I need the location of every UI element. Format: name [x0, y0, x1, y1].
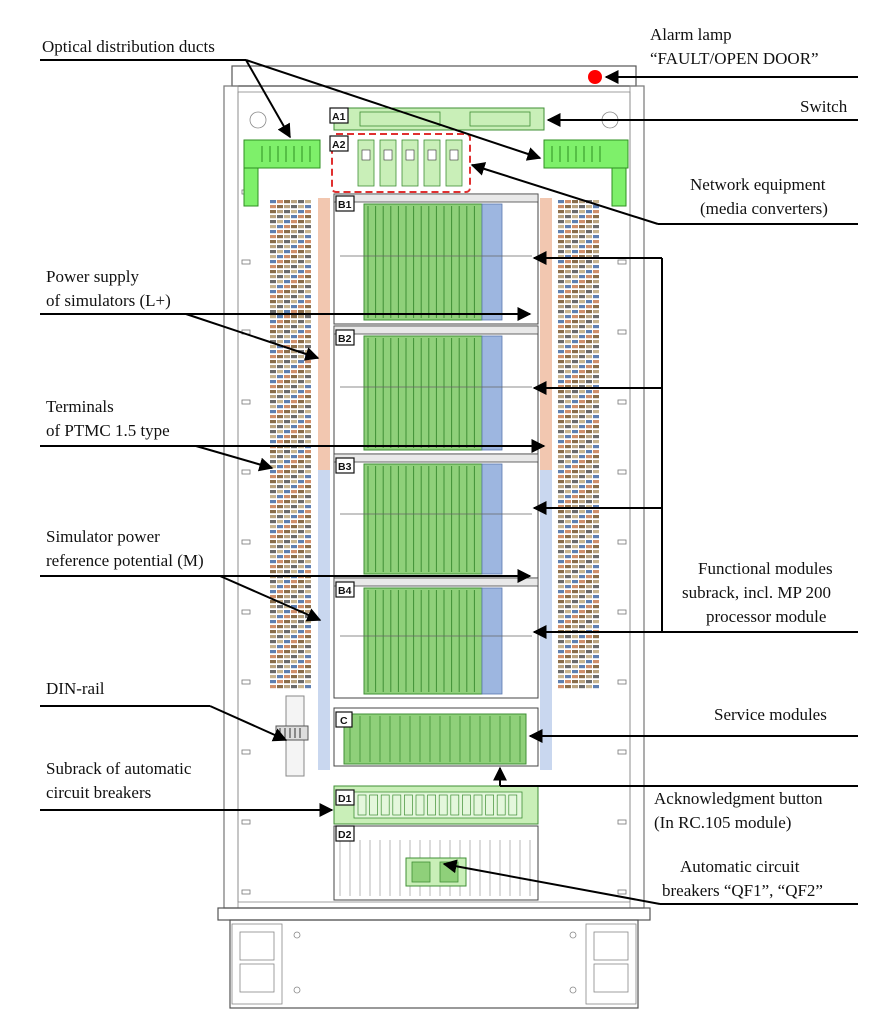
label-power-supply-sim: of simulators (L+): [46, 291, 171, 310]
tag-d1: D1: [338, 793, 352, 805]
label-network-equipment: Network equipment: [690, 175, 826, 194]
optical-duct-right: [543, 139, 629, 207]
din-rail: [275, 695, 309, 777]
terminal-block-right: [558, 200, 599, 689]
label-service-modules: Service modules: [714, 705, 827, 724]
tag-b2: B2: [338, 333, 352, 345]
label-terminals: Terminals: [46, 397, 114, 416]
service-modules-c: [333, 707, 539, 767]
label-power-supply: Power supply: [46, 267, 140, 286]
breaker-subrack-d1: [333, 785, 539, 825]
tag-a2: A2: [332, 139, 346, 151]
tag-c: C: [340, 715, 348, 727]
alarm-lamp: [588, 70, 602, 84]
label-ack-button: Acknowledgment button: [654, 789, 823, 808]
breaker-area-d2: [333, 825, 539, 901]
label-qf-names: breakers “QF1”, “QF2”: [662, 881, 823, 900]
callout-labels: Optical distribution ducts Alarm lamp “F…: [42, 25, 848, 900]
label-network-media: (media converters): [700, 199, 828, 218]
label-breaker-subrack-2: circuit breakers: [46, 783, 151, 802]
label-qf: Automatic circuit: [680, 857, 800, 876]
terminal-block-left: [270, 200, 311, 689]
optical-duct-left: [243, 139, 321, 207]
tag-a1: A1: [332, 111, 346, 123]
network-equipment-a2: [331, 133, 471, 193]
module-tags: A1 A2 B1 B2 B3 B4 C D1 D2: [329, 107, 355, 842]
power-strips: [318, 198, 552, 770]
label-functional-processor: processor module: [706, 607, 826, 626]
label-alarm-lamp-text: “FAULT/OPEN DOOR”: [650, 49, 819, 68]
label-din-rail: DIN-rail: [46, 679, 105, 698]
tag-d2: D2: [338, 829, 352, 841]
tag-b3: B3: [338, 461, 352, 473]
tag-b1: B1: [338, 199, 352, 211]
switch-a1: [333, 107, 545, 131]
label-terminals-type: of PTMC 1.5 type: [46, 421, 170, 440]
label-ack-module: (In RC.105 module): [654, 813, 791, 832]
label-functional-mp200: subrack, incl. MP 200: [682, 583, 831, 602]
label-alarm-lamp: Alarm lamp: [650, 25, 732, 44]
functional-subracks: [333, 193, 539, 699]
leader-lines: [40, 59, 858, 905]
label-functional-modules: Functional modules: [698, 559, 833, 578]
label-breaker-subrack: Subrack of automatic: [46, 759, 192, 778]
label-optical-ducts: Optical distribution ducts: [42, 37, 215, 56]
label-switch: Switch: [800, 97, 848, 116]
cabinet: [217, 65, 651, 1009]
label-ref-potential-m: reference potential (M): [46, 551, 204, 570]
label-ref-potential: Simulator power: [46, 527, 160, 546]
tag-b4: B4: [338, 585, 352, 597]
